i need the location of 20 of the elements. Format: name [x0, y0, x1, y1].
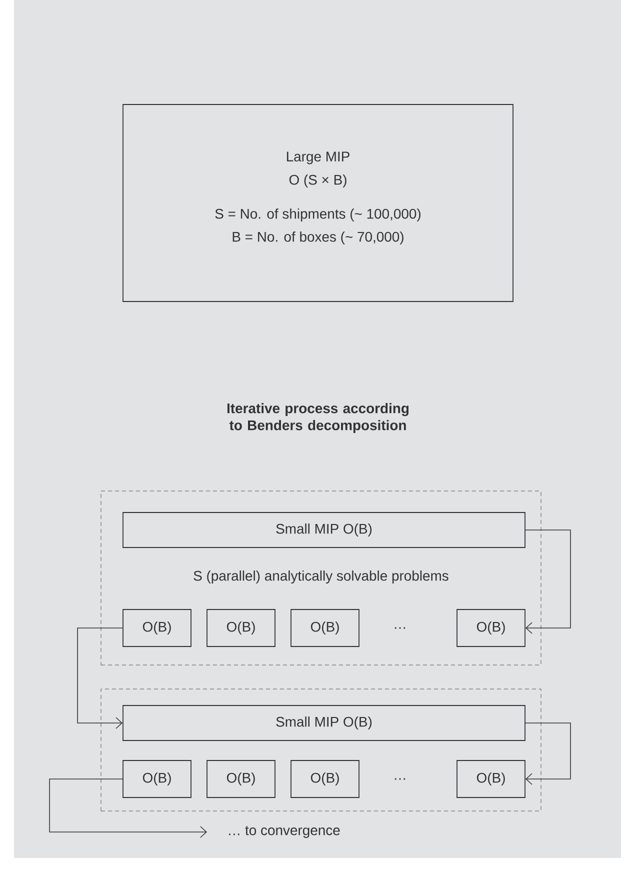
process-box: Small MIP O(B)	[122, 705, 526, 741]
note-text: … to convergence	[229, 826, 340, 838]
process-box: O(B)	[206, 609, 276, 647]
process-box: O(B)	[456, 609, 526, 647]
process-box: O(B)	[290, 760, 360, 798]
model-box: Large MIP O (S × B) S = No. of shipments (~ 100,000) B = No. of boxes (~ 70,000)	[122, 104, 514, 302]
ellipsis-text: …	[394, 778, 406, 780]
process-box: Small MIP O(B)	[122, 512, 526, 548]
process-box: O(B)	[206, 760, 276, 798]
process-box: O(B)	[456, 760, 526, 798]
dashed-frame	[100, 688, 542, 812]
heading: Iterative process according to Benders decomposition	[227, 403, 409, 433]
connector-arrow	[49, 778, 207, 838]
connector-arrow	[525, 530, 571, 634]
ellipsis-text: …	[394, 627, 406, 629]
process-box: O(B)	[290, 609, 360, 647]
connector-arrow	[525, 722, 571, 785]
process-box: O(B)	[122, 760, 192, 798]
connector-arrow	[77, 628, 123, 729]
process-box: O(B)	[122, 609, 192, 647]
